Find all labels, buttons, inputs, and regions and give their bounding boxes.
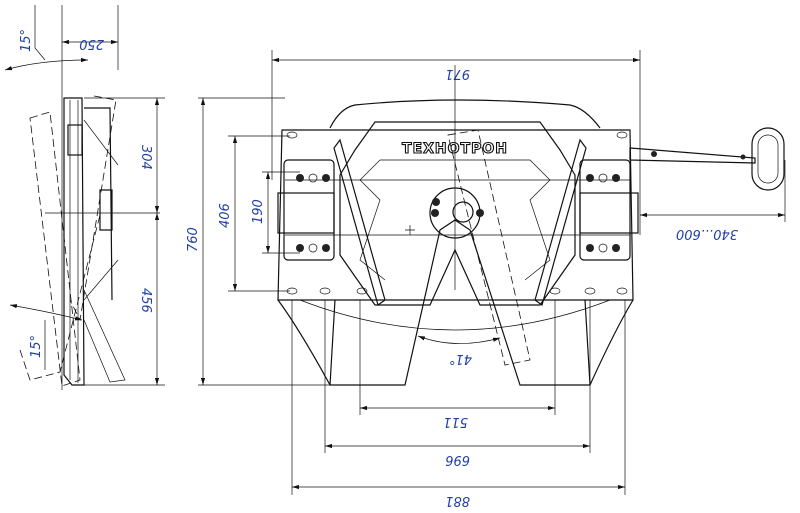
brand-logo: ТЕХНОТРОН bbox=[402, 141, 508, 157]
base-width-label: 881 bbox=[445, 493, 470, 508]
tilt-bottom-label: 15° bbox=[29, 335, 44, 358]
total-width-label: 971 bbox=[445, 66, 470, 81]
vertical-dimensions: 304 456 760 406 190 bbox=[84, 97, 330, 386]
throat-angle-label: 41° bbox=[449, 351, 472, 366]
mount-height-label: 406 bbox=[218, 203, 233, 228]
leg-span-label: 696 bbox=[445, 452, 470, 467]
bolt-holes bbox=[286, 131, 628, 295]
side-view: 15° 250 15° bbox=[4, 5, 160, 390]
upper-height-label: 304 bbox=[138, 145, 153, 170]
mount-inner-label: 190 bbox=[251, 199, 266, 224]
leg-inner-label: 511 bbox=[443, 414, 468, 429]
lower-height-label: 456 bbox=[138, 288, 153, 313]
total-height-label: 760 bbox=[186, 227, 201, 252]
side-width-label: 250 bbox=[79, 36, 104, 51]
handle-reach-label: 340...600 bbox=[676, 226, 738, 241]
release-handle: 340...600 bbox=[629, 127, 786, 241]
tilt-top-label: 15° bbox=[19, 29, 34, 52]
top-view: 971 ТЕХНОТРОН bbox=[271, 50, 786, 508]
